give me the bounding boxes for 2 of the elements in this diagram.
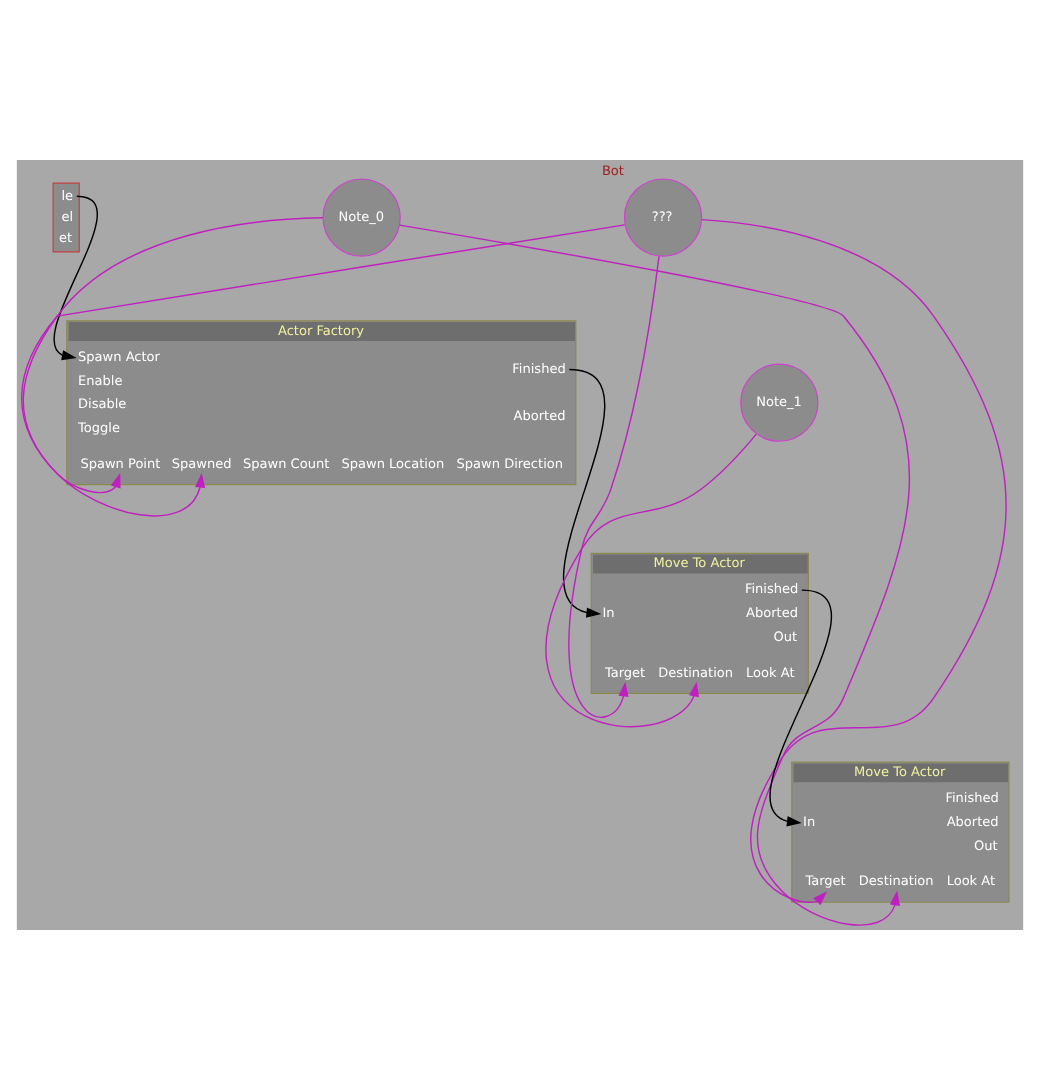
arrow xyxy=(563,367,606,617)
arrow xyxy=(769,588,832,826)
